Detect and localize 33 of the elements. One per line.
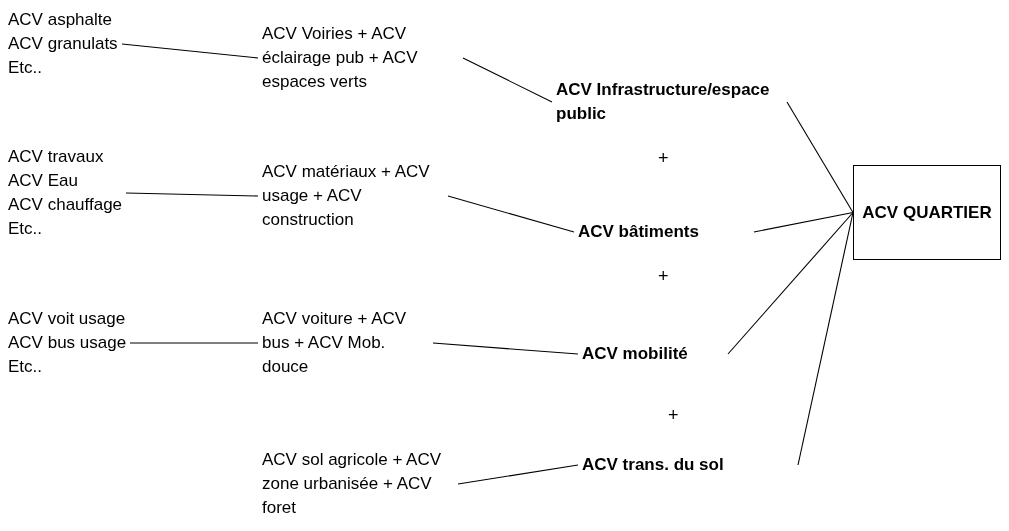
plus-sign: +	[658, 148, 669, 169]
node-text: ACV granulats	[8, 33, 118, 55]
connector-line	[447, 195, 575, 233]
node-text: ACV QUARTIER	[862, 201, 992, 224]
node-text: ACV bus usage	[8, 332, 127, 354]
node-text: ACV voiture + ACV bus + ACV Mob. douce	[262, 308, 408, 378]
node-text: ACV bâtiments	[578, 221, 700, 243]
node-text: Etc..	[8, 218, 43, 240]
node-text: Etc..	[8, 356, 43, 378]
node-text: ACV chauffage	[8, 194, 123, 216]
node-text: ACV voit usage	[8, 308, 127, 330]
connector-line	[125, 192, 259, 197]
plus-sign: +	[668, 405, 679, 426]
node-text: ACV matériaux + ACV usage + ACV construction	[262, 161, 431, 231]
connector-line	[129, 342, 259, 344]
node-text: ACV sol agricole + ACV zone urbanisée + ACV foret	[262, 449, 443, 519]
node-text: ACV mobilité	[582, 343, 689, 365]
connector-line	[727, 211, 854, 355]
node-text: ACV travaux	[8, 146, 105, 168]
connector-line	[753, 211, 854, 233]
connector-line	[432, 342, 579, 355]
node-text: ACV asphalte	[8, 9, 113, 31]
connector-line	[786, 101, 854, 214]
connector-line	[121, 43, 259, 59]
connector-line	[457, 464, 579, 485]
node-text: ACV Infrastructure/espace public	[556, 79, 771, 125]
node-text: Etc..	[8, 57, 43, 79]
plus-sign: +	[658, 266, 669, 287]
connector-line	[462, 57, 553, 103]
node-text: ACV trans. du sol	[582, 454, 725, 476]
node-text: ACV Voiries + ACV éclairage pub + ACV espaces verts	[262, 23, 419, 93]
node-text: ACV Eau	[8, 170, 79, 192]
result-box	[853, 165, 1001, 260]
